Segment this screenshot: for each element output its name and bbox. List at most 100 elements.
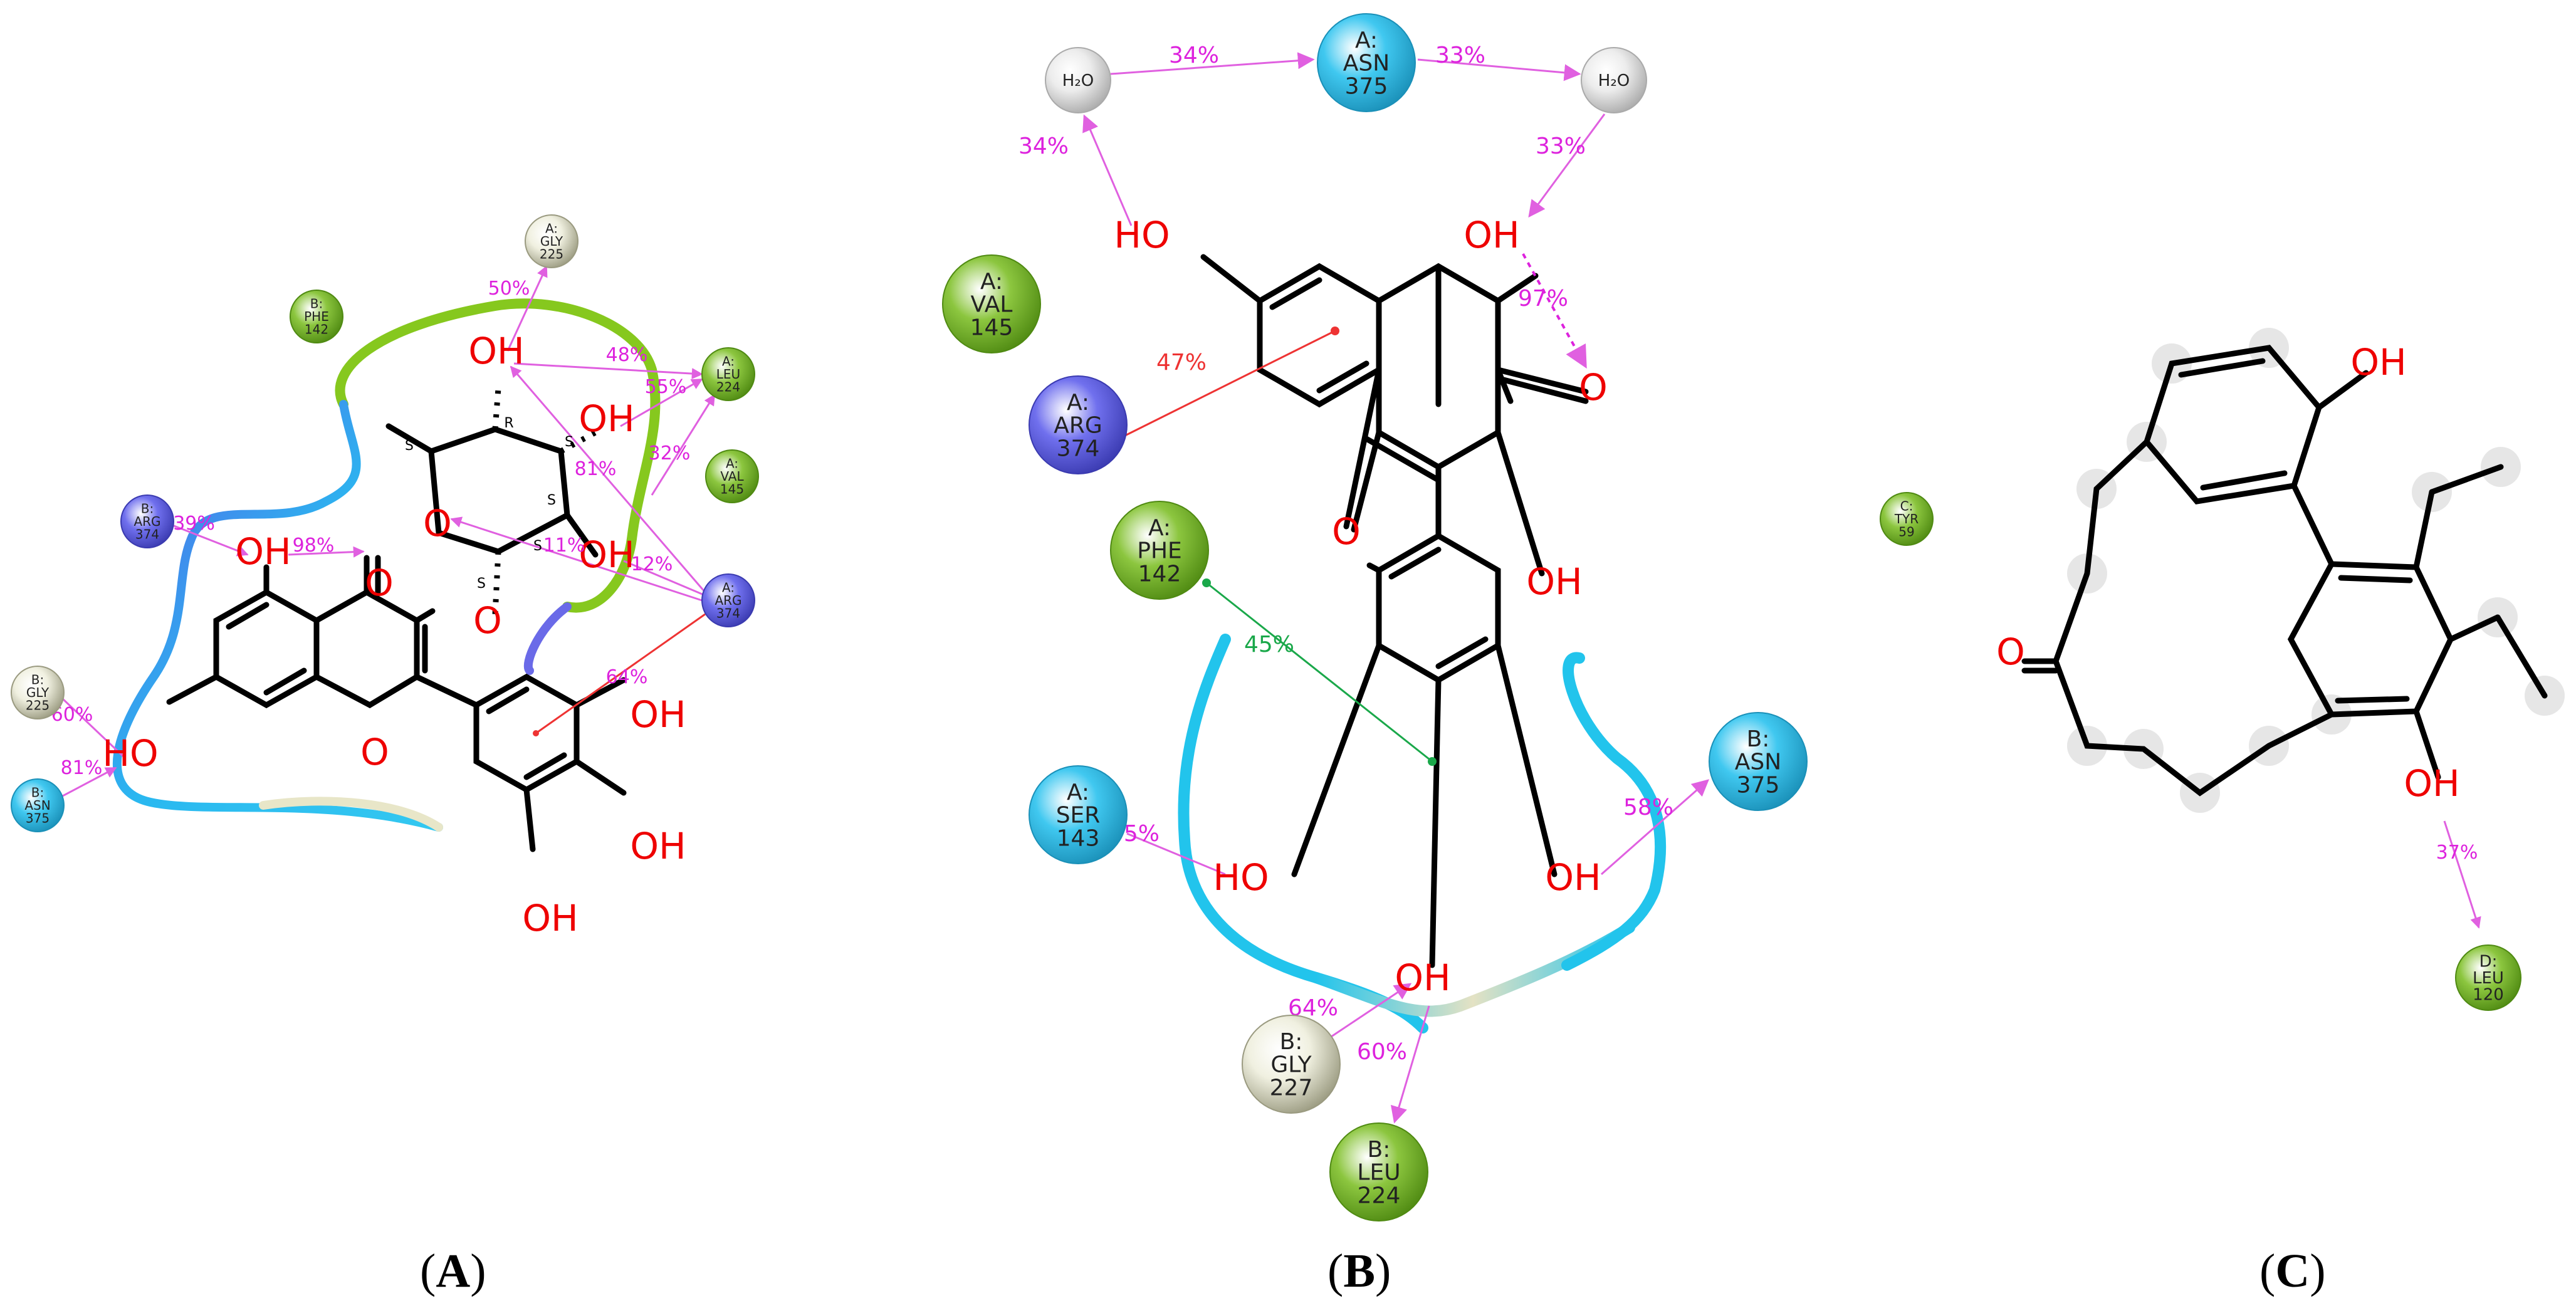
residue-label-chain: B: <box>1280 1029 1303 1055</box>
panel-b-pocket-bottom <box>1311 922 1635 1017</box>
residue-label-name: PHE <box>304 309 329 324</box>
residue-bubble <box>1317 13 1416 112</box>
occupancy-percent: 11% <box>543 535 585 557</box>
residue-bubble <box>1029 765 1128 864</box>
residue-label-name: TYR <box>1894 511 1919 526</box>
residue-label-num: 374 <box>1057 436 1100 461</box>
atom-label: O <box>1579 366 1608 409</box>
residue-label-name: GLY <box>540 234 563 249</box>
atom-label: OH <box>1545 856 1601 899</box>
residue-bubble <box>701 573 755 627</box>
panel-a-pocket-blue-tail <box>523 602 572 675</box>
residue-label-name: LEU <box>1357 1160 1400 1186</box>
panel-b-interactions <box>1082 52 1710 1124</box>
occupancy-percent: 64% <box>606 666 648 688</box>
residue-label-chain: B: <box>1368 1137 1391 1163</box>
residue-label-chain: A: <box>980 269 1003 295</box>
residue-label-num: 145 <box>970 315 1013 340</box>
residue-label-name: GLY <box>1270 1052 1312 1078</box>
residue-bubble <box>1329 1122 1428 1221</box>
occupancy-percent: 50% <box>488 278 530 300</box>
residue-label-name: ASN <box>1735 750 1781 775</box>
residue-label-num: 374 <box>716 605 740 620</box>
occupancy-percent: 98% <box>293 535 335 557</box>
atom-label: OH <box>1526 560 1582 603</box>
panel-b-pocket-left <box>1178 634 1428 1033</box>
occupancy-percent: 58% <box>1623 795 1673 820</box>
residue-bubble <box>1242 1015 1341 1114</box>
residue-label-chain: A: <box>722 354 735 369</box>
panel-label-c: (C) <box>2259 1245 2326 1297</box>
residue-bubble <box>11 778 65 832</box>
residue-bubble <box>705 449 759 503</box>
occupancy-percent: 55% <box>645 376 687 398</box>
residue-label-name: ASN <box>24 798 50 813</box>
residue-label-chain: A: <box>1067 780 1089 805</box>
residue-label-chain: B: <box>310 296 323 311</box>
stereo-label: S <box>533 538 542 554</box>
residue-label-chain: B: <box>1747 726 1770 752</box>
atom-label: OH <box>468 330 524 372</box>
occupancy-percent: 47% <box>1156 350 1207 375</box>
occupancy-percent: 12% <box>631 553 673 575</box>
occupancy-percent: 81% <box>575 458 617 480</box>
residue-label-chain: B: <box>31 785 44 800</box>
panel-c-molecule <box>2021 345 2548 797</box>
stereo-label: R <box>504 416 513 431</box>
stereo-label: S <box>565 434 573 450</box>
atom-label: OH <box>235 530 291 573</box>
atom-label: OH <box>522 897 578 939</box>
residue-label-chain: A: <box>545 221 558 236</box>
occupancy-percent: 97% <box>1518 286 1568 311</box>
residue-bubble <box>120 494 174 548</box>
residue-label-num: 142 <box>305 322 328 337</box>
panel-a-pocket-green <box>335 298 661 613</box>
residue-label-name: VAL <box>970 292 1012 318</box>
atom-label: O <box>473 599 502 642</box>
atom-label: O <box>1996 630 2025 673</box>
residue-label-chain: A: <box>726 456 738 471</box>
occupancy-percent: 34% <box>1018 133 1069 159</box>
panel-b-molecule <box>1200 254 1589 968</box>
residue-label-chain: A: <box>1067 390 1089 416</box>
atom-label: O <box>1332 510 1361 553</box>
panel-label-b: (B) <box>1327 1245 1391 1297</box>
occupancy-percent: 48% <box>606 344 648 366</box>
panel-c-interactions <box>2443 820 2481 929</box>
residue-label-name: ARG <box>134 514 160 529</box>
residue-b-h2o-l: H₂O <box>1045 47 1111 113</box>
occupancy-percent: 45% <box>1244 632 1294 657</box>
panel-a-pocket-cream <box>259 797 443 832</box>
residue-label-name: PHE <box>1137 538 1182 564</box>
residue-label-name: ARG <box>715 593 741 608</box>
occupancy-percent: 37% <box>2436 842 2478 864</box>
residue-label-chain: B: <box>141 501 154 516</box>
residue-label-chain: C: <box>1900 499 1914 514</box>
residue-bubble <box>1029 375 1128 474</box>
atom-label: HO <box>102 732 158 775</box>
residue-bubble <box>525 214 579 268</box>
occupancy-percent: 32% <box>649 442 691 464</box>
residue-label-num: 142 <box>1138 561 1181 587</box>
residue-label-num: 375 <box>1345 73 1388 99</box>
occupancy-percent: 33% <box>1435 43 1485 68</box>
atom-label: OH <box>579 397 634 440</box>
residue-label-name: LEU <box>716 367 740 382</box>
panel-c-occupancy-labels: 37% <box>2436 842 2478 864</box>
